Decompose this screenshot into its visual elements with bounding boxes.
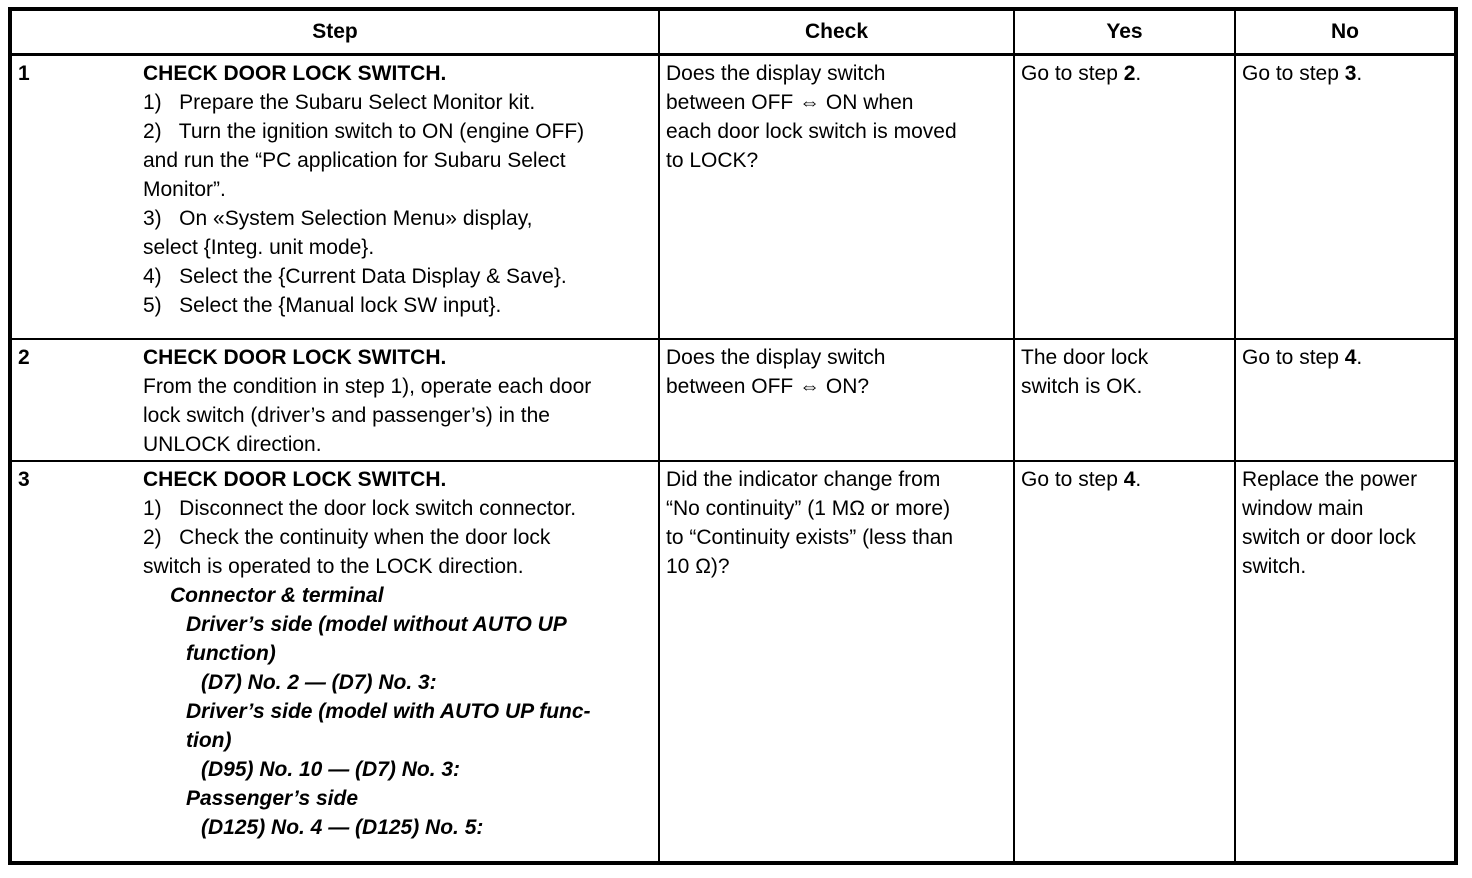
text-line: between OFF ⇔ ON when xyxy=(666,90,914,114)
table-row-3: 3 CHECK DOOR LOCK SWITCH. 1) Disconnect t… xyxy=(9,460,1457,864)
text-line: Go to step 2. xyxy=(1021,61,1142,85)
col-header-yes: Yes xyxy=(1013,8,1236,56)
text-line: 2) Check the continuity when the door lo… xyxy=(143,526,551,549)
text-line: From the condition in step 1), operate e… xyxy=(143,375,592,398)
text-line: Does the display switch xyxy=(666,61,886,85)
col-header-step: Step xyxy=(9,8,660,56)
text-line: switch is OK. xyxy=(1021,375,1143,398)
text-line: The door lock xyxy=(1021,346,1149,369)
text-line: and run the “PC application for Subaru S… xyxy=(143,148,566,172)
text-line: Driver’s side (model with AUTO UP func- xyxy=(186,700,591,723)
step-instructions-3: CHECK DOOR LOCK SWITCH. 1) Disconnect the… xyxy=(143,465,654,842)
step-cell-2: 2 CHECK DOOR LOCK SWITCH. From the condit… xyxy=(9,338,660,462)
text-line: switch or door lock xyxy=(1242,526,1416,549)
yes-cell-2: The door lock switch is OK. xyxy=(1013,338,1236,462)
text-line: 3) On «System Selection Menu» display, xyxy=(143,206,533,230)
diagnostic-table: Step Check Yes No 1 CHECK DOOR LOCK SWIT… xyxy=(8,7,1458,865)
text-line: CHECK DOOR LOCK SWITCH. xyxy=(143,468,447,491)
no-cell-3: Replace the power window main switch or do… xyxy=(1234,460,1457,864)
text-line: between OFF ⇔ ON? xyxy=(666,375,870,398)
text-line: 4) Select the {Current Data Display & Sa… xyxy=(143,264,567,288)
step-number-3: 3 xyxy=(18,468,30,491)
text-line: 10 Ω)? xyxy=(666,555,730,578)
text-line: Did the indicator change from xyxy=(666,468,941,491)
text-line: “No continuity” (1 MΩ or more) xyxy=(666,497,951,520)
text-line: Go to step 3. xyxy=(1242,61,1363,85)
text-line: (D7) No. 2 — (D7) No. 3: xyxy=(201,671,437,694)
text-line: to LOCK? xyxy=(666,148,759,172)
text-line: select {Integ. unit mode}. xyxy=(143,235,375,259)
check-cell-2: Does the display switch between OFF ⇔ ON? xyxy=(658,338,1015,462)
step-number-2: 2 xyxy=(18,346,30,369)
text-line: UNLOCK direction. xyxy=(143,433,322,456)
text-line: Passenger’s side xyxy=(186,787,358,810)
text-line: CHECK DOOR LOCK SWITCH. xyxy=(143,61,447,85)
text-line: to “Continuity exists” (less than xyxy=(666,526,954,549)
text-line: 5) Select the {Manual lock SW input}. xyxy=(143,293,502,317)
text-line: each door lock switch is moved xyxy=(666,119,957,143)
text-line: function) xyxy=(186,642,276,665)
text-line: lock switch (driver’s and passenger’s) i… xyxy=(143,404,550,427)
text-line: Connector & terminal xyxy=(170,584,384,607)
step-cell-3: 3 CHECK DOOR LOCK SWITCH. 1) Disconnect t… xyxy=(9,460,660,864)
step-instructions-2: CHECK DOOR LOCK SWITCH. From the conditio… xyxy=(143,343,654,459)
text-line: Driver’s side (model without AUTO UP xyxy=(186,613,567,636)
text-line: Replace the power xyxy=(1242,468,1418,491)
text-line: (D95) No. 10 — (D7) No. 3: xyxy=(201,758,461,781)
check-cell-3: Did the indicator change from “No continu… xyxy=(658,460,1015,864)
text-line: switch. xyxy=(1242,555,1307,578)
header-row: Step Check Yes No xyxy=(9,8,1457,56)
col-header-no: No xyxy=(1234,8,1457,56)
yes-cell-1: Go to step 2. xyxy=(1013,53,1236,340)
text-line: switch is operated to the LOCK direction… xyxy=(143,555,524,578)
no-cell-1: Go to step 3. xyxy=(1234,53,1457,340)
text-line: (D125) No. 4 — (D125) No. 5: xyxy=(201,816,484,839)
text-line: 2) Turn the ignition switch to ON (engin… xyxy=(143,119,585,143)
text-line: Go to step 4. xyxy=(1242,346,1363,369)
table-row-1: 1 CHECK DOOR LOCK SWITCH. 1) Prepare the … xyxy=(9,53,1457,340)
step-number-1: 1 xyxy=(18,61,30,85)
yes-cell-3: Go to step 4. xyxy=(1013,460,1236,864)
text-line: tion) xyxy=(186,729,232,752)
text-line: 1) Disconnect the door lock switch conne… xyxy=(143,497,577,520)
text-line: Go to step 4. xyxy=(1021,468,1142,491)
table-row-2: 2 CHECK DOOR LOCK SWITCH. From the condit… xyxy=(9,338,1457,462)
text-line: window main xyxy=(1242,497,1364,520)
col-header-check: Check xyxy=(658,8,1015,56)
check-cell-1: Does the display switch between OFF ⇔ ON … xyxy=(658,53,1015,340)
step-cell-1: 1 CHECK DOOR LOCK SWITCH. 1) Prepare the … xyxy=(9,53,660,340)
text-line: Monitor”. xyxy=(143,177,226,201)
text-line: CHECK DOOR LOCK SWITCH. xyxy=(143,346,447,369)
text-line: Does the display switch xyxy=(666,346,886,369)
no-cell-2: Go to step 4. xyxy=(1234,338,1457,462)
step-instructions-1: CHECK DOOR LOCK SWITCH. 1) Prepare the Su… xyxy=(143,59,654,320)
text-line: 1) Prepare the Subaru Select Monitor kit… xyxy=(143,90,536,114)
